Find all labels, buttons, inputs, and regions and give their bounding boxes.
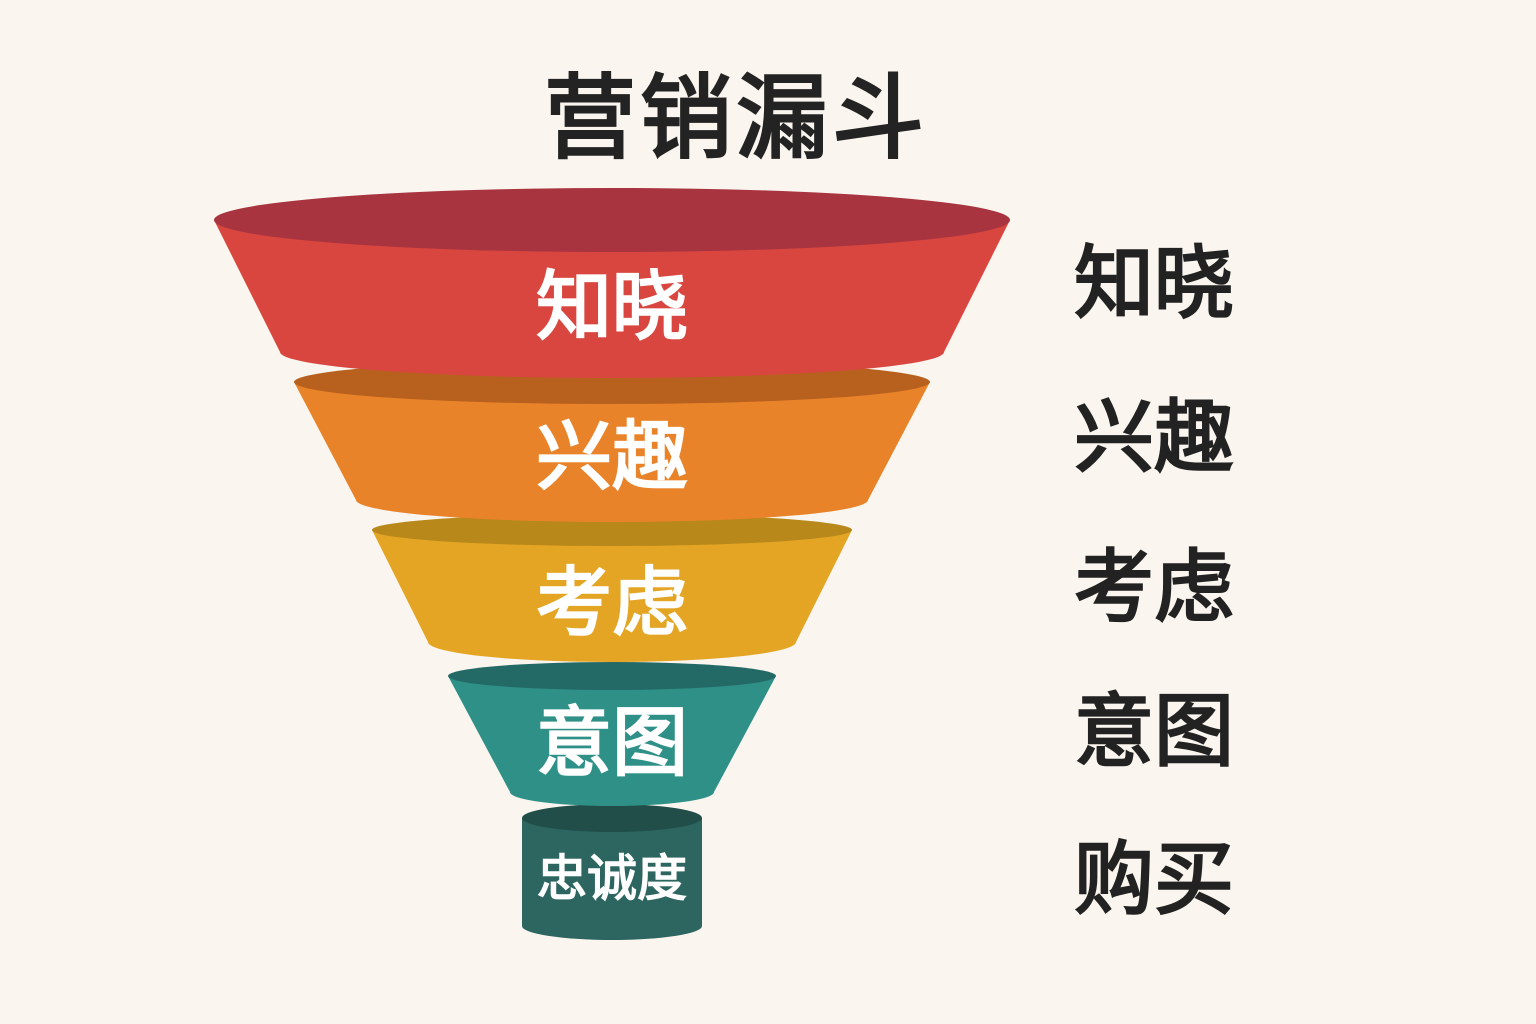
side-label-awareness: 知晓 bbox=[1074, 237, 1234, 330]
funnel-layer-loyalty: 忠诚度 bbox=[522, 804, 702, 940]
funnel-layer-body bbox=[214, 220, 1010, 378]
funnel-layer-body bbox=[522, 818, 702, 940]
funnel-layer-interest: 兴趣 bbox=[294, 360, 930, 522]
funnel-layer-awareness: 知晓 bbox=[214, 188, 1010, 378]
funnel-layer-body bbox=[372, 530, 852, 662]
funnel-layer-label: 知晓 bbox=[536, 262, 688, 351]
funnel-layer-label: 意图 bbox=[536, 698, 688, 787]
side-label-interest: 兴趣 bbox=[1074, 391, 1234, 484]
funnel-layer-intent: 意图 bbox=[448, 662, 776, 806]
funnel-layer-consideration: 考虑 bbox=[372, 514, 852, 662]
diagram-title: 营销漏斗 bbox=[543, 65, 928, 172]
funnel-layer-rim bbox=[522, 804, 702, 832]
funnel-layer-rim bbox=[372, 514, 852, 546]
side-label-intent: 意图 bbox=[1074, 685, 1234, 778]
funnel-layer-rim bbox=[448, 662, 776, 690]
side-label-consideration: 考虑 bbox=[1074, 541, 1234, 634]
side-label-purchase: 购买 bbox=[1074, 833, 1234, 926]
funnel-layer-body bbox=[448, 676, 776, 806]
funnel-layer-body bbox=[294, 382, 930, 522]
funnel-layer-label: 忠诚度 bbox=[537, 850, 687, 908]
funnel-layer-label: 兴趣 bbox=[536, 412, 688, 501]
funnel-layer-rim bbox=[214, 188, 1010, 252]
funnel-layer-label: 考虑 bbox=[536, 558, 688, 647]
